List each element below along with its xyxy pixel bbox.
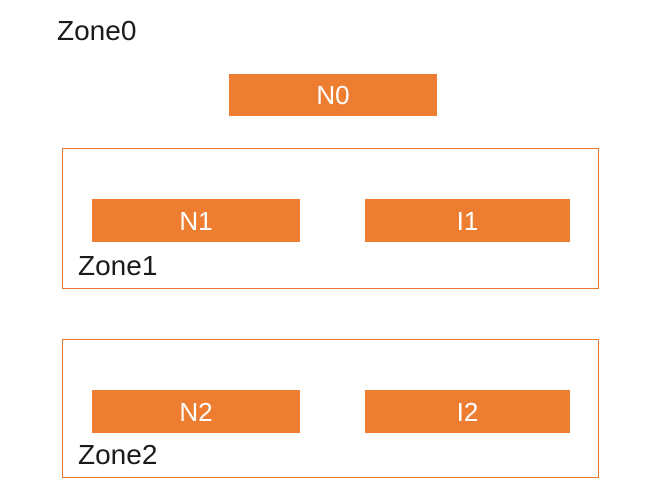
node-i2: I2 [365, 390, 570, 433]
zone1-label: Zone1 [78, 250, 158, 282]
node-n0: N0 [229, 74, 437, 116]
zone2-label: Zone2 [78, 439, 158, 471]
zone0-label: Zone0 [57, 15, 137, 46]
node-n1: N1 [92, 199, 300, 242]
zone2-container: N2 I2 Zone2 [62, 339, 599, 478]
node-n2: N2 [92, 390, 300, 433]
zone1-container: N1 I1 Zone1 [62, 148, 599, 289]
node-i1: I1 [365, 199, 570, 242]
